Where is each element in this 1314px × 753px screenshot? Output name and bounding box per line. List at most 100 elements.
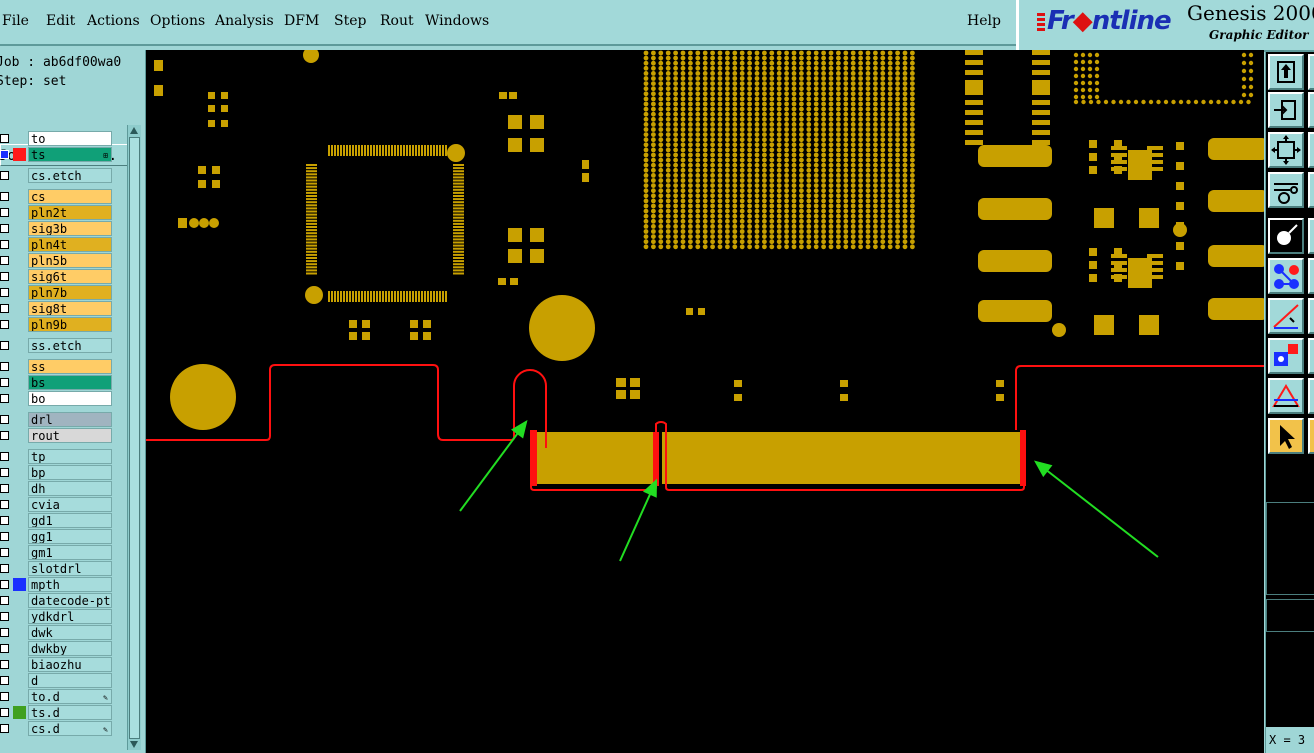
layer-checkbox[interactable] bbox=[0, 341, 9, 350]
layer-checkbox[interactable] bbox=[0, 240, 9, 249]
layer-row-pln4t[interactable]: pln4t bbox=[0, 237, 112, 252]
menu-file[interactable]: File bbox=[2, 13, 29, 29]
layer-name[interactable]: to bbox=[28, 131, 112, 146]
layer-checkbox[interactable] bbox=[0, 224, 9, 233]
layer-row-slotdrl[interactable]: slotdrl bbox=[0, 561, 112, 576]
layer-checkbox[interactable] bbox=[0, 580, 9, 589]
layer-checkbox[interactable] bbox=[0, 192, 9, 201]
scroll-thumb[interactable] bbox=[129, 137, 140, 739]
layer-name[interactable]: biaozhu bbox=[28, 657, 112, 672]
layer-name[interactable]: tp bbox=[28, 449, 112, 464]
layer-row-ss[interactable]: ss bbox=[0, 359, 112, 374]
layer-row-dwkby[interactable]: dwkby bbox=[0, 641, 112, 656]
layer-checkbox[interactable] bbox=[0, 431, 9, 440]
layer-name[interactable]: bs bbox=[28, 375, 112, 390]
layer-checkbox[interactable] bbox=[0, 484, 9, 493]
layer-row-sig6t[interactable]: sig6t bbox=[0, 269, 112, 284]
layer-checkbox[interactable] bbox=[0, 362, 9, 371]
layer-name[interactable]: gm1 bbox=[28, 545, 112, 560]
layer-checkbox[interactable] bbox=[0, 500, 9, 509]
menu-help[interactable]: Help bbox=[967, 13, 1001, 29]
layer-row-dwk[interactable]: dwk bbox=[0, 625, 112, 640]
layer-row-datecode-pte[interactable]: datecode-pte bbox=[0, 593, 112, 608]
layer-checkbox[interactable] bbox=[0, 676, 9, 685]
layer-name[interactable]: slotdrl bbox=[28, 561, 112, 576]
layer-name[interactable]: sig6t bbox=[28, 269, 112, 284]
layer-name[interactable]: dh bbox=[28, 481, 112, 496]
zoom-fit-tool[interactable] bbox=[1268, 132, 1304, 168]
layer-name[interactable]: gg1 bbox=[28, 529, 112, 544]
layer-checkbox[interactable] bbox=[0, 532, 9, 541]
layer-checkbox[interactable] bbox=[0, 452, 9, 461]
layer-name[interactable]: cs.etch bbox=[28, 168, 112, 183]
layer-checkbox[interactable] bbox=[0, 660, 9, 669]
graphic-canvas[interactable] bbox=[146, 50, 1264, 753]
layer-checkbox[interactable] bbox=[0, 708, 9, 717]
layer-row-pln2t[interactable]: pln2t bbox=[0, 205, 112, 220]
layer-row-cs-etch[interactable]: cs.etch bbox=[0, 168, 112, 183]
layer-row-drl[interactable]: drl bbox=[0, 412, 112, 427]
menu-actions[interactable]: Actions bbox=[87, 13, 140, 29]
layer-name[interactable]: pln7b bbox=[28, 285, 112, 300]
scroll-up-icon[interactable] bbox=[130, 127, 138, 134]
layer-name[interactable]: pln9b bbox=[28, 317, 112, 332]
layer-row-bo[interactable]: bo bbox=[0, 391, 112, 406]
layer-row-gd1[interactable]: gd1 bbox=[0, 513, 112, 528]
layer-row-pln7b[interactable]: pln7b bbox=[0, 285, 112, 300]
layer-name[interactable]: pln5b bbox=[28, 253, 112, 268]
layer-name[interactable]: ss bbox=[28, 359, 112, 374]
layer-name[interactable]: sig8t bbox=[28, 301, 112, 316]
layer-row-cs-d[interactable]: cs.d✎ bbox=[0, 721, 112, 736]
layer-checkbox[interactable] bbox=[0, 272, 9, 281]
layer-name[interactable]: mpth bbox=[28, 577, 112, 592]
snap-points-tool[interactable] bbox=[1268, 338, 1304, 374]
select-feature-tool[interactable] bbox=[1268, 218, 1304, 254]
layer-name[interactable]: cs.d✎ bbox=[28, 721, 112, 736]
layer-row-cvia[interactable]: cvia bbox=[0, 497, 112, 512]
layer-row-pln5b[interactable]: pln5b bbox=[0, 253, 112, 268]
layer-row-ydkdrl[interactable]: ydkdrl bbox=[0, 609, 112, 624]
layer-name[interactable]: cs bbox=[28, 189, 112, 204]
layer-checkbox[interactable] bbox=[0, 150, 9, 159]
layer-checkbox[interactable] bbox=[0, 596, 9, 605]
pointer-tool[interactable] bbox=[1268, 418, 1304, 454]
layer-name[interactable]: dwk bbox=[28, 625, 112, 640]
menu-edit[interactable]: Edit bbox=[46, 13, 76, 29]
home-view-tool[interactable] bbox=[1268, 54, 1304, 90]
menu-rout[interactable]: Rout bbox=[380, 13, 414, 29]
menu-dfm[interactable]: DFM bbox=[284, 13, 320, 29]
layer-row-ss-etch[interactable]: ss.etch bbox=[0, 338, 112, 353]
layer-row-gm1[interactable]: gm1 bbox=[0, 545, 112, 560]
layer-name[interactable]: cvia bbox=[28, 497, 112, 512]
layer-checkbox[interactable] bbox=[0, 724, 9, 733]
layer-row-d[interactable]: d bbox=[0, 673, 112, 688]
snap-tool[interactable] bbox=[1268, 172, 1304, 208]
layer-name[interactable]: bp bbox=[28, 465, 112, 480]
layer-row-to[interactable]: to bbox=[0, 131, 112, 146]
measure-tool[interactable] bbox=[1268, 298, 1304, 334]
layer-checkbox[interactable] bbox=[0, 516, 9, 525]
layer-checkbox[interactable] bbox=[0, 644, 9, 653]
layer-name[interactable]: rout bbox=[28, 428, 112, 443]
layer-name[interactable]: gd1 bbox=[28, 513, 112, 528]
layer-row-gg1[interactable]: gg1 bbox=[0, 529, 112, 544]
drc-tool[interactable] bbox=[1268, 378, 1304, 414]
layer-row-pln9b[interactable]: pln9b bbox=[0, 317, 112, 332]
pan-tool[interactable] bbox=[1268, 92, 1304, 128]
layer-checkbox[interactable] bbox=[0, 394, 9, 403]
layer-checkbox[interactable] bbox=[0, 304, 9, 313]
layer-checkbox[interactable] bbox=[0, 612, 9, 621]
pcb-view[interactable] bbox=[146, 50, 1264, 753]
layer-name[interactable]: bo bbox=[28, 391, 112, 406]
layer-name[interactable]: pln4t bbox=[28, 237, 112, 252]
layer-name[interactable]: ts.d bbox=[28, 705, 112, 720]
layer-checkbox[interactable] bbox=[0, 692, 9, 701]
layer-name[interactable]: drl bbox=[28, 412, 112, 427]
layer-row-ts[interactable]: ts⊞ bbox=[0, 147, 112, 162]
net-tool[interactable] bbox=[1268, 258, 1304, 294]
layer-row-bs[interactable]: bs bbox=[0, 375, 112, 390]
menu-analysis[interactable]: Analysis bbox=[215, 13, 274, 29]
layer-name[interactable]: dwkby bbox=[28, 641, 112, 656]
layer-row-bp[interactable]: bp bbox=[0, 465, 112, 480]
layer-row-sig3b[interactable]: sig3b bbox=[0, 221, 112, 236]
